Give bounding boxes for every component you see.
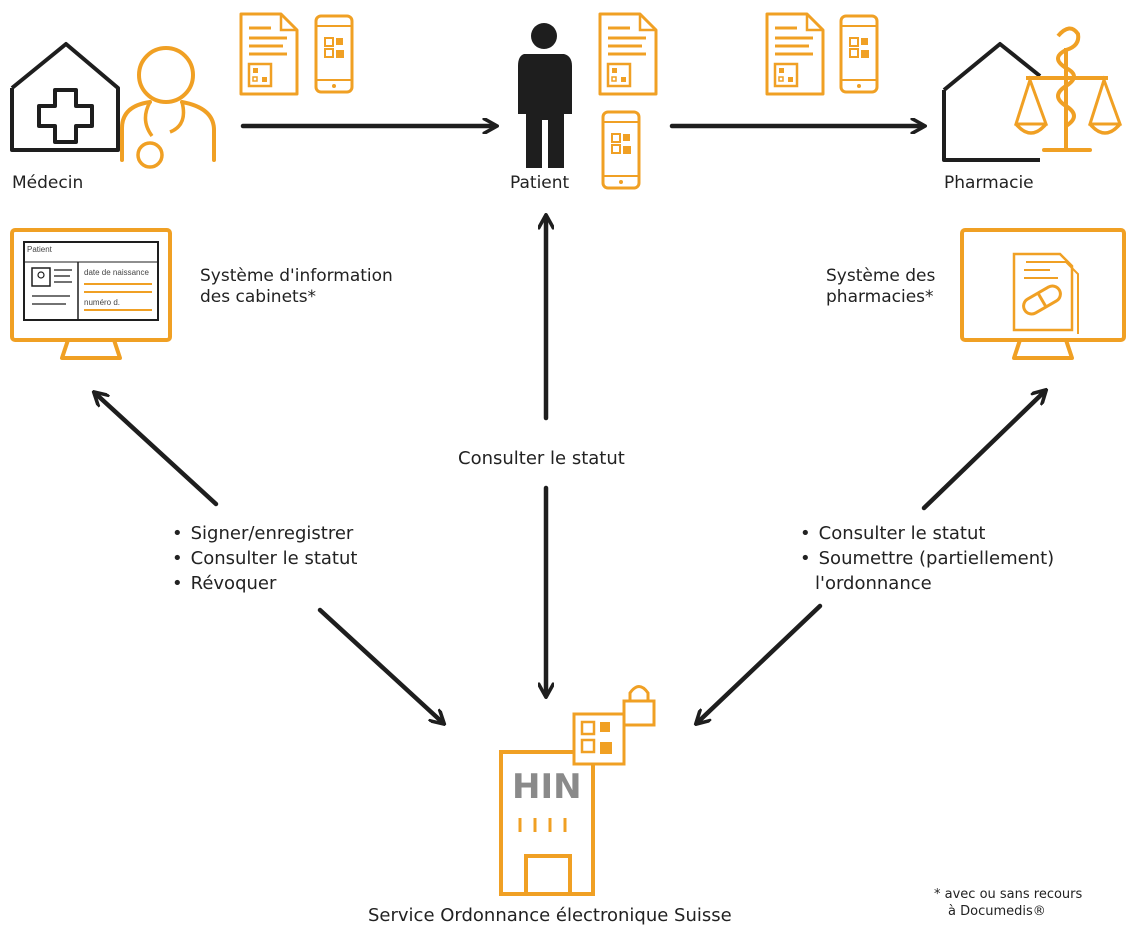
footnote-line-1: * avec ou sans recours bbox=[934, 887, 1083, 902]
screen-patient-label: Patient bbox=[27, 245, 52, 254]
prescription-document-icon bbox=[239, 12, 299, 96]
pharmacy-monitor-icon bbox=[960, 228, 1126, 360]
screen-birthdate-label: date de naissance bbox=[84, 268, 149, 277]
lock-icon bbox=[622, 685, 656, 727]
screen-number-label: numéro d. bbox=[84, 298, 121, 307]
list-item: Révoquer bbox=[172, 571, 357, 596]
prescription-document-icon bbox=[598, 12, 658, 96]
practice-system-label: Système d'information des cabinets* bbox=[200, 266, 393, 309]
arrow-to-service-from-pharmacy bbox=[698, 603, 823, 722]
arrow-to-practice-system bbox=[96, 394, 219, 507]
practice-system-line-1: Système d'information bbox=[200, 266, 393, 286]
pharmacy-system-line-1: Système des bbox=[826, 266, 936, 286]
list-item: Signer/enregistrer bbox=[172, 521, 357, 546]
svg-text:HIN: HIN bbox=[512, 767, 582, 807]
pharmacy-system-line-2: pharmacies* bbox=[826, 287, 934, 308]
center-status-label: Consulter le statut bbox=[458, 448, 625, 469]
smartphone-qr-icon bbox=[314, 14, 354, 94]
list-item: Soumettre (partiellement) bbox=[800, 546, 1055, 571]
footnote-line-2: à Documedis® bbox=[948, 904, 1046, 919]
prescription-document-icon bbox=[765, 12, 825, 96]
pharmacy-house-icon bbox=[942, 42, 1042, 162]
footnote: * avec ou sans recours à Documedis® bbox=[934, 886, 1082, 920]
pharmacy-system-label: Système des pharmacies* bbox=[826, 266, 935, 309]
practice-system-line-2: des cabinets* bbox=[200, 287, 317, 308]
pharmacy-label: Pharmacie bbox=[944, 173, 1034, 193]
hin-building-icon: HIN bbox=[499, 712, 626, 896]
patient-label: Patient bbox=[510, 173, 570, 193]
patient-icon bbox=[518, 23, 572, 168]
medical-house-icon bbox=[10, 42, 120, 152]
arrows bbox=[96, 126, 1044, 722]
service-name-label: Service Ordonnance électronique Suisse bbox=[368, 905, 732, 926]
smartphone-qr-icon bbox=[601, 110, 641, 190]
doctor-actions-list: Signer/enregistrer Consulter le statut R… bbox=[172, 521, 358, 596]
list-item: Consulter le statut bbox=[172, 546, 358, 571]
list-item-continuation: l'ordonnance bbox=[815, 573, 932, 594]
smartphone-qr-icon bbox=[839, 14, 879, 94]
list-item: Consulter le statut bbox=[800, 521, 1054, 546]
arrow-to-service-from-doctor bbox=[317, 607, 442, 722]
doctor-label: Médecin bbox=[12, 173, 84, 193]
pharmacy-actions-list: Consulter le statut Soumettre (partielle… bbox=[800, 521, 1054, 596]
practice-monitor-icon bbox=[10, 228, 172, 360]
doctor-icon bbox=[120, 46, 216, 169]
arrow-to-pharmacy-system bbox=[921, 392, 1044, 511]
caduceus-scale-icon bbox=[1013, 26, 1123, 152]
